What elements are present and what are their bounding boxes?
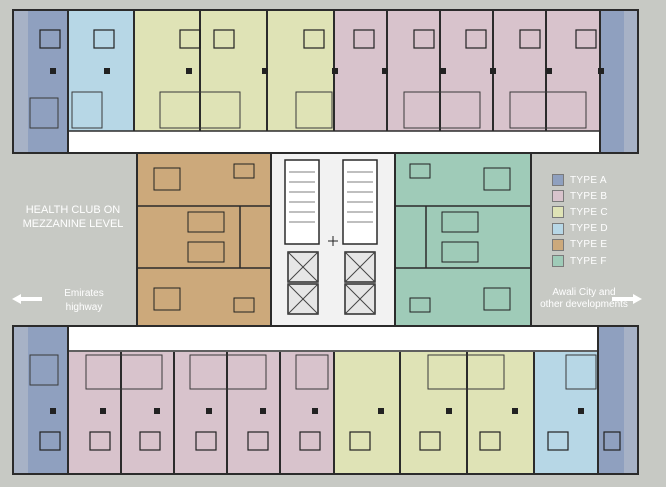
arrow-left-icon: [12, 294, 42, 304]
unit-type-f: [394, 152, 532, 330]
unit-type-e: [136, 152, 272, 330]
legend-swatch: [552, 222, 564, 235]
legend-swatch: [552, 255, 564, 268]
unit-type-c: [334, 352, 534, 473]
legend-label: TYPE C: [570, 206, 608, 218]
awali-city-label: Awali City and other developments: [540, 287, 628, 310]
legend-label: TYPE F: [570, 255, 607, 267]
middle-section: [136, 152, 532, 330]
arrow-right-icon: [612, 294, 642, 304]
legend-swatch: [552, 206, 564, 219]
top-corridor: [68, 131, 600, 152]
bottom-wing: [12, 325, 639, 475]
legend-item-type-d: TYPE D: [552, 221, 608, 237]
unit-type-d: [68, 11, 134, 131]
legend-swatch: [552, 238, 564, 251]
legend-label: TYPE A: [570, 174, 607, 186]
legend-item-type-e: TYPE E: [552, 237, 608, 253]
legend-item-type-b: TYPE B: [552, 188, 608, 204]
emirates-highway-label: Emirates highway: [64, 288, 104, 313]
unit-type-c: [134, 11, 334, 131]
legend-label: TYPE D: [570, 223, 608, 235]
unit-type-b: [68, 352, 334, 473]
unit-type-legend: TYPE A TYPE B TYPE C TYPE D TYPE E TYPE …: [552, 172, 608, 269]
top-wing: [12, 9, 639, 154]
health-club-label: HEALTH CLUB ON MEZZANINE LEVEL: [22, 204, 124, 230]
legend-swatch: [552, 174, 564, 187]
legend-swatch: [552, 190, 564, 203]
legend-item-type-c: TYPE C: [552, 204, 608, 220]
legend-item-type-a: TYPE A: [552, 172, 608, 188]
unit-type-b: [334, 11, 600, 131]
legend-label: TYPE E: [570, 239, 608, 251]
legend-item-type-f: TYPE F: [552, 253, 608, 269]
bottom-corridor: [68, 329, 598, 351]
legend-label: TYPE B: [570, 190, 608, 202]
